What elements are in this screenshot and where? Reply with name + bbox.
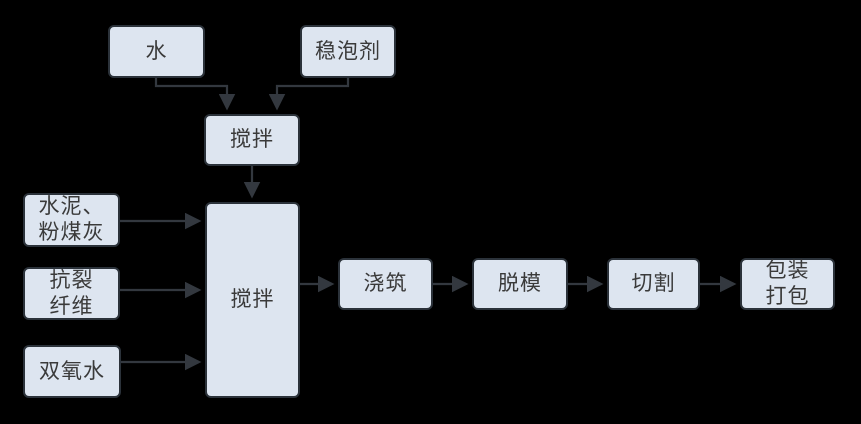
node-mixing-premix: 搅拌: [204, 114, 300, 166]
arrow-stabilizer-to-mix-top: [268, 78, 350, 111]
arrow-water-to-mix-top: [154, 78, 236, 111]
node-cutting: 切割: [607, 258, 700, 310]
node-pouring: 浇筑: [338, 258, 433, 310]
node-anticrack-fiber: 抗裂 纤维: [23, 267, 120, 320]
node-hydrogen-peroxide: 双氧水: [23, 345, 121, 398]
node-foam-stabilizer: 稳泡剂: [300, 25, 396, 78]
node-packaging: 包装 打包: [740, 258, 835, 310]
node-mixing-main: 搅拌: [205, 202, 300, 398]
node-demolding: 脱模: [472, 258, 568, 310]
node-water: 水: [108, 25, 205, 78]
node-cement-flyash: 水泥、 粉煤灰: [23, 193, 120, 247]
